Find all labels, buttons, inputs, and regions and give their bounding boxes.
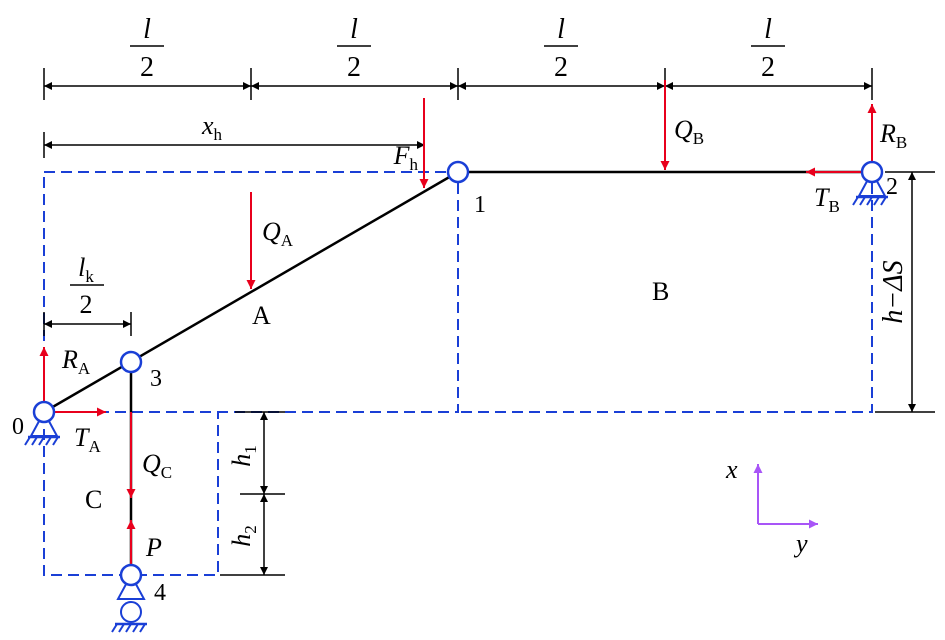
label-qa: QA (262, 217, 294, 250)
node-3 (119, 350, 143, 374)
frac-denominator: 2 (80, 290, 93, 319)
force-labels: Fh QA QB QC RA TA RB TB P (61, 115, 907, 562)
coordinate-axes (753, 464, 818, 529)
frac-lk-half: lk 2 (70, 253, 104, 319)
frac-numerator: l (764, 14, 772, 45)
node-labels: 0 1 2 3 4 (12, 174, 898, 606)
label-qc: QC (142, 449, 172, 482)
label-xh: xh (201, 111, 223, 144)
support-node-4 (111, 572, 147, 633)
frac-denominator: 2 (140, 52, 154, 83)
node-1 (446, 160, 470, 184)
frac-numerator: l (557, 14, 565, 45)
label-tb: TB (814, 183, 840, 216)
frac-l-half-4: l 2 (751, 14, 785, 83)
member-a (43, 170, 459, 414)
frac-numerator: l (143, 14, 151, 45)
region-labels: A B C (85, 277, 669, 514)
dim-h1-h2 (220, 411, 285, 576)
node-label-3: 3 (150, 366, 162, 392)
support-node-0 (24, 409, 60, 446)
label-ra: RA (61, 345, 91, 378)
label-qb: QB (674, 115, 704, 148)
region-outlines (43, 171, 873, 576)
frac-numerator: l (350, 14, 358, 45)
label-h2: h2 (227, 525, 260, 547)
label-fh: Fh (393, 141, 419, 174)
region-label-a: A (252, 301, 271, 330)
hinge-nodes (32, 160, 884, 587)
fraction-labels: l 2 l 2 l 2 l 2 lk 2 (70, 14, 785, 319)
region-c-outline (43, 412, 219, 576)
frac-denominator: 2 (347, 52, 361, 83)
region-label-b: B (652, 277, 669, 306)
node-label-2: 2 (886, 174, 898, 200)
node-label-0: 0 (12, 414, 24, 440)
region-label-c: C (85, 485, 102, 514)
node-label-4: 4 (154, 580, 166, 606)
node-label-1: 1 (474, 192, 486, 218)
label-p: P (145, 533, 162, 562)
axis-label-y: y (793, 529, 808, 558)
node-2 (860, 160, 884, 184)
frac-l-half-2: l 2 (337, 14, 371, 83)
frac-denominator: 2 (761, 52, 775, 83)
axis-label-x: x (725, 455, 738, 484)
frac-l-half-3: l 2 (544, 14, 578, 83)
frac-numerator: lk (78, 253, 94, 286)
frac-denominator: 2 (554, 52, 568, 83)
label-h1: h1 (227, 445, 260, 467)
label-h-delta-s: h−ΔS (878, 260, 909, 323)
support-node-2 (852, 169, 888, 206)
node-4 (119, 563, 143, 587)
node-0 (32, 400, 56, 424)
dim-h-delta-s (875, 171, 935, 413)
label-ta: TA (74, 423, 101, 456)
frac-l-half-1: l 2 (130, 14, 164, 83)
top-dimensions (43, 68, 873, 336)
label-rb: RB (879, 119, 907, 152)
